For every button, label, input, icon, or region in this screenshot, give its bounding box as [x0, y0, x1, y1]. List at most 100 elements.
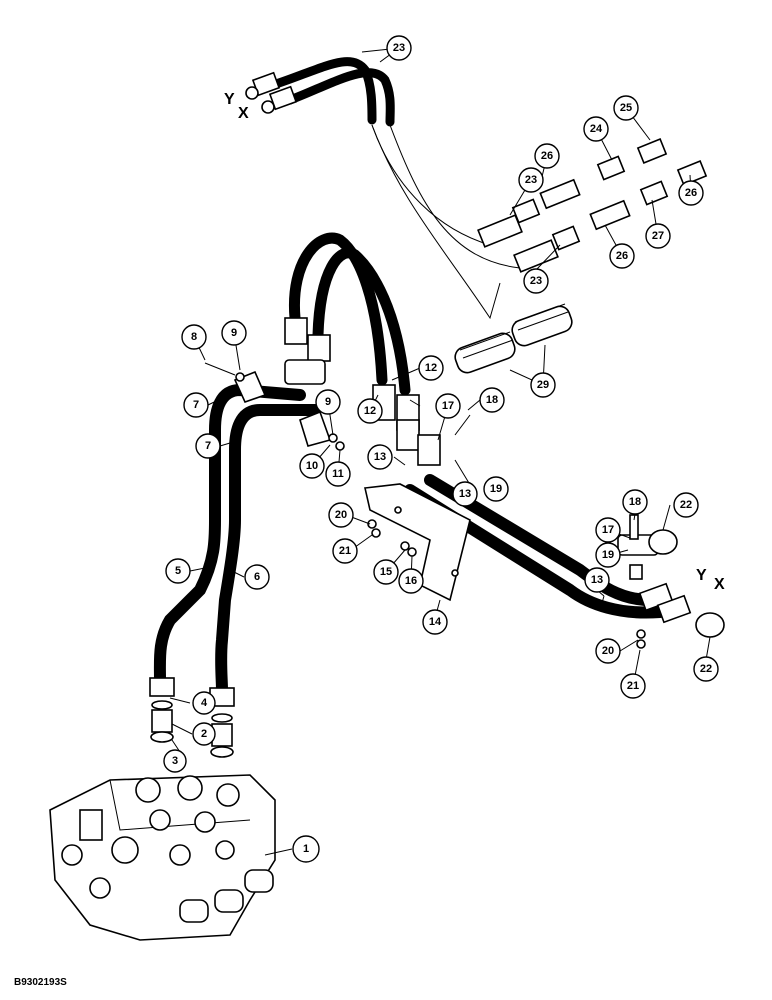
svg-text:7: 7 [205, 440, 211, 452]
svg-text:13: 13 [591, 574, 603, 586]
callout-12b: 12 [418, 355, 444, 381]
letter-x-top: X [238, 105, 249, 122]
svg-text:20: 20 [335, 509, 347, 521]
callout-13c: 13 [584, 567, 610, 593]
callout-7b: 7 [195, 433, 221, 459]
svg-text:23: 23 [525, 174, 537, 186]
svg-text:11: 11 [332, 468, 344, 480]
svg-text:19: 19 [490, 483, 502, 495]
callout-3: 3 [163, 749, 187, 773]
callout-16: 16 [398, 568, 424, 594]
svg-text:5: 5 [175, 565, 181, 577]
callout-4: 4 [192, 691, 216, 715]
svg-text:23: 23 [393, 42, 405, 54]
port-fittings [149, 677, 235, 758]
svg-text:22: 22 [680, 499, 692, 511]
svg-text:21: 21 [627, 680, 639, 692]
svg-text:21: 21 [339, 545, 351, 557]
small-hardware [204, 362, 646, 649]
callout-17b: 17 [595, 517, 621, 543]
callout-29: 29 [530, 372, 556, 398]
svg-text:29: 29 [537, 379, 549, 391]
callout-21b: 21 [620, 673, 646, 699]
callout-26a: 26 [534, 143, 560, 169]
callout-22a: 22 [673, 492, 699, 518]
callout-5: 5 [165, 558, 191, 584]
svg-text:27: 27 [652, 230, 664, 242]
callout-17a: 17 [435, 393, 461, 419]
svg-text:18: 18 [629, 496, 641, 508]
letter-y-right: Y [696, 567, 707, 584]
svg-text:12: 12 [425, 362, 437, 374]
callout-23a: 23 [386, 35, 412, 61]
svg-text:14: 14 [429, 616, 442, 628]
callout-11: 11 [325, 461, 351, 487]
callout-21a: 21 [332, 538, 358, 564]
callout-15: 15 [373, 559, 399, 585]
svg-text:13: 13 [459, 488, 471, 500]
svg-text:22: 22 [700, 663, 712, 675]
svg-text:1: 1 [303, 843, 309, 855]
svg-text:17: 17 [602, 524, 614, 536]
svg-text:8: 8 [191, 331, 197, 343]
callout-6: 6 [244, 564, 270, 590]
steel-tubes [153, 383, 666, 696]
svg-text:9: 9 [231, 327, 237, 339]
tube-end-fittings [638, 529, 725, 638]
callout-8: 8 [181, 324, 207, 350]
svg-text:6: 6 [254, 571, 260, 583]
callout-25: 25 [613, 95, 639, 121]
callout-26c: 26 [678, 180, 704, 206]
callout-7a: 7 [183, 392, 209, 418]
svg-text:19: 19 [602, 549, 614, 561]
callout-19b: 19 [595, 542, 621, 568]
svg-text:13: 13 [374, 451, 386, 463]
callout-1: 1 [292, 835, 320, 863]
svg-text:9: 9 [325, 396, 331, 408]
svg-text:26: 26 [685, 187, 697, 199]
mounting-plate [364, 483, 471, 602]
svg-text:4: 4 [201, 697, 208, 709]
quick-coupler-assembly [477, 138, 708, 273]
svg-text:3: 3 [172, 755, 178, 767]
callout-22b: 22 [693, 656, 719, 682]
svg-text:24: 24 [590, 123, 603, 135]
svg-text:18: 18 [486, 394, 498, 406]
svg-text:26: 26 [541, 150, 553, 162]
callout-26b: 26 [609, 243, 635, 269]
callout-20a: 20 [328, 502, 354, 528]
callout-13a: 13 [367, 444, 393, 470]
svg-text:15: 15 [380, 566, 392, 578]
letter-y-top: Y [224, 91, 235, 108]
svg-text:26: 26 [616, 250, 628, 262]
top-hose-assembly [245, 57, 521, 320]
callout-18b: 18 [622, 489, 648, 515]
svg-text:10: 10 [306, 460, 318, 472]
svg-text:12: 12 [364, 405, 376, 417]
svg-text:17: 17 [442, 400, 454, 412]
callout-23b: 23 [518, 167, 544, 193]
callout-9b: 9 [315, 389, 341, 415]
callout-24: 24 [583, 116, 609, 142]
svg-text:2: 2 [201, 728, 207, 740]
callout-19a: 19 [483, 476, 509, 502]
callout-14: 14 [422, 609, 448, 635]
control-valve [49, 774, 276, 941]
callout-23c: 23 [523, 268, 549, 294]
svg-text:23: 23 [530, 275, 542, 287]
callout-18a: 18 [479, 387, 505, 413]
callout-9a: 9 [221, 320, 247, 346]
letter-x-right: X [714, 576, 725, 593]
svg-text:7: 7 [193, 399, 199, 411]
callout-27: 27 [645, 223, 671, 249]
drawing-code: B9302193S [14, 977, 67, 988]
callout-12a: 12 [357, 398, 383, 424]
callout-10: 10 [299, 453, 325, 479]
callout-13b: 13 [452, 481, 478, 507]
callout-20b: 20 [595, 638, 621, 664]
spring-guards [454, 303, 573, 374]
middle-hose-assembly [284, 232, 441, 466]
svg-text:20: 20 [602, 645, 614, 657]
